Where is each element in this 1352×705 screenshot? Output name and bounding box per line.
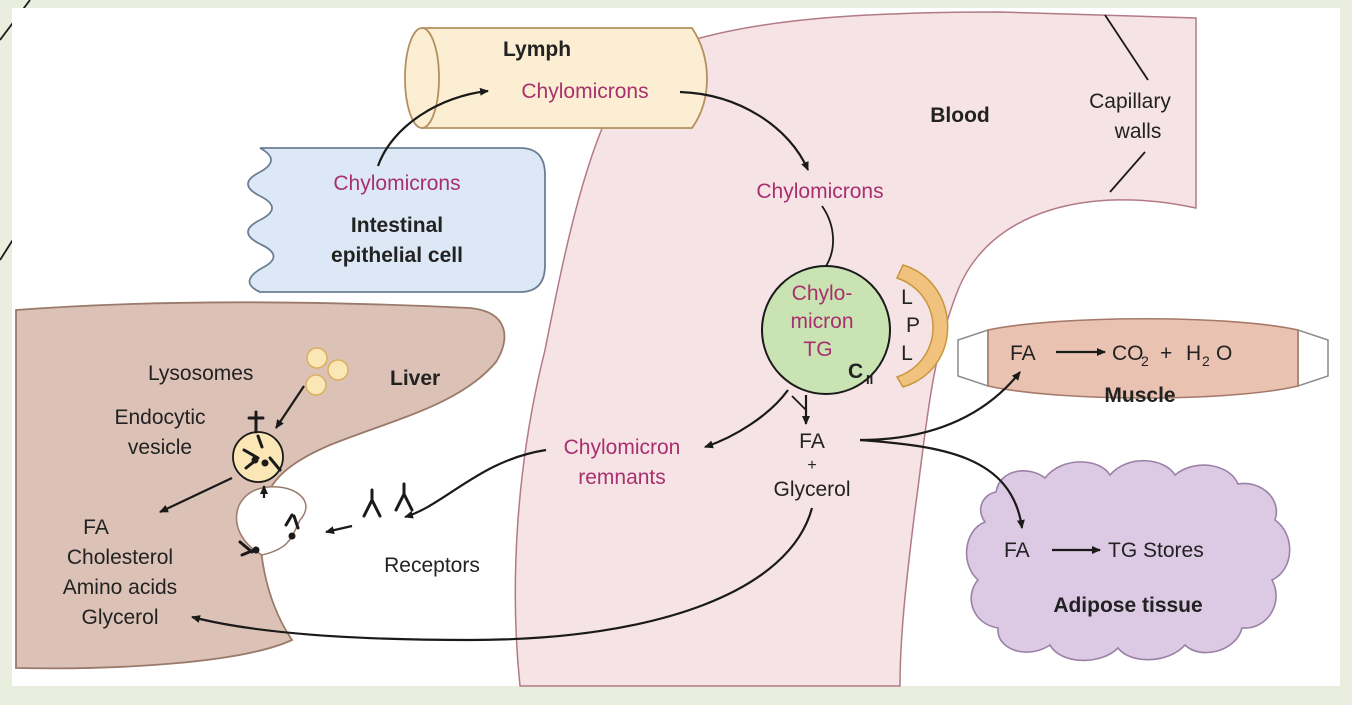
intestinal-label: Intestinal [351,214,443,237]
intestinal-cell [247,147,546,293]
micron-label: micron [790,310,853,333]
cii-label: C [848,360,863,383]
pocket-receptors [238,513,300,557]
tg-label: TG [803,338,832,361]
chylomicrons-lymph-label: Chylomicrons [521,80,648,103]
chylomicrons-blood-label: Chylomicrons [756,180,883,203]
adipose-cloud [965,459,1291,662]
liver-amino-label: Amino acids [63,576,177,599]
adipose-tg: TG Stores [1108,539,1204,562]
capillary-pointer-bottom [1109,151,1146,193]
branch-tick [791,395,807,411]
muscle-h2o-o: O [1216,342,1232,365]
lpl-l1: L [901,286,913,309]
muscle-h2o-h: H [1186,342,1201,365]
arrow-remnants-to-receptors [404,448,547,519]
chylomicrons-intestine-label: Chylomicrons [333,172,460,195]
vesicle-particle [261,459,269,467]
arrow-lysosome-to-vesicle [275,385,305,429]
vesicle-receptors [242,434,282,472]
muscle-co2-sub: 2 [1141,353,1149,369]
muscle-co2: CO [1112,342,1144,365]
vesicle-label: vesicle [128,436,192,459]
pocket-particle [288,532,296,540]
muscle-fiber [957,317,1329,399]
adipose-fa: FA [1004,539,1030,562]
arrow-vesicle-to-products [159,477,233,513]
vesicle-receptor-top [247,410,265,434]
blood-label: Blood [930,104,989,127]
muscle-h2o-sub: 2 [1202,353,1210,369]
lymph-label: Lymph [503,38,571,61]
liver-fa-label: FA [83,516,109,539]
lysosome [306,347,328,369]
lysosome [327,359,349,381]
remnants-label-1: Chylomicron [564,436,681,459]
epithelial-label: epithelial cell [331,244,463,267]
muscle-fa: FA [1010,342,1036,365]
endocytic-label: Endocytic [114,406,205,429]
capillary-pointer-top [1104,14,1149,81]
arrow-glycerol-to-liver [191,507,814,642]
lpl-p: P [906,314,920,337]
glycerol-label: Glycerol [773,478,850,501]
receptors-label: Receptors [384,554,480,577]
cii-subscript: II [866,372,873,387]
arrow-lymph-to-blood [679,90,810,171]
adipose-label: Adipose tissue [1053,594,1202,617]
arrow-to-remnants [704,389,789,449]
muscle-plus: + [1160,342,1172,365]
lpl-enzyme [895,264,949,388]
arrow-receptors-to-pocket [325,524,353,535]
liver-cholesterol-label: Cholesterol [67,546,173,569]
lysosomes-label: Lysosomes [148,362,253,385]
receptor-icons [362,482,414,518]
vesicle-particle [251,456,259,464]
liver-label: Liver [390,367,440,390]
line-chylomicron-to-particle [821,205,834,267]
arrow-intestine-to-lymph [376,87,489,167]
muscle-label: Muscle [1104,384,1175,407]
fa-label: FA [799,430,825,453]
lymph-vessel [404,27,708,129]
remnants-label-2: remnants [578,466,666,489]
lpl-l2: L [901,342,913,365]
liver-glycerol-label: Glycerol [81,606,158,629]
walls-label: walls [1114,120,1162,143]
arrow-fa-to-muscle [859,371,1021,442]
pocket-particle [252,546,260,554]
arrow-fa-to-adipose [859,438,1025,529]
plus-label: + [807,457,816,474]
capillary-label: Capillary [1089,90,1171,113]
chylo-label: Chylo- [792,282,853,305]
lysosome [305,374,327,396]
